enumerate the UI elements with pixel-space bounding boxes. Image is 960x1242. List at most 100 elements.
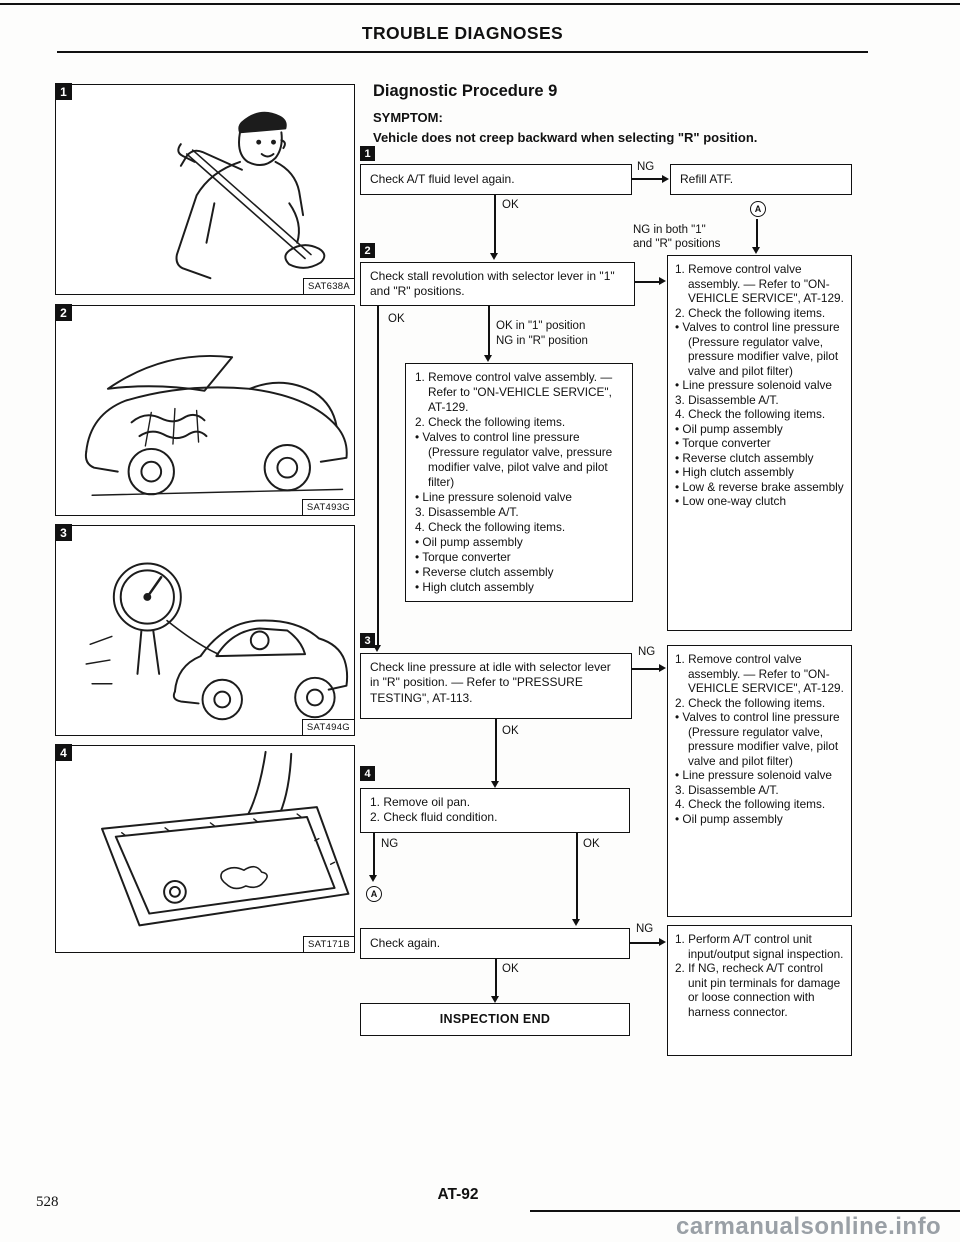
text-line: 2. If NG, recheck A/T control unit pin t… [675,961,841,1019]
mid-branch-label-line1: OK in "1" position [496,320,586,332]
text-line: 1. Remove control valve assembly. — Refe… [675,652,844,695]
text-line: • Oil pump assembly [415,535,523,549]
step-2-box: Check stall revolution with selector lev… [360,262,635,306]
procedure-title: Diagnostic Procedure 9 [373,82,558,100]
connector-a-icon: A [366,886,382,902]
pressure-gauge-car-illustration [85,562,349,721]
ok-label-check-again: OK [502,963,519,975]
text-line: 1. Remove control valve assembly. — Refe… [415,370,613,414]
figure-1-number-badge: 1 [55,83,72,100]
arrowhead-down [572,919,580,926]
text-line: 2. Check the following items. [415,415,566,429]
figure-2-number-badge: 2 [55,304,72,321]
text-line: • Torque converter [675,436,771,450]
text-line: 4. Check the following items. [675,407,826,421]
step-4-badge: 4 [360,766,375,781]
ok-label-step3: OK [502,725,519,737]
text-line: • Torque converter [415,550,511,564]
text-line: • High clutch assembly [415,580,534,594]
text-line: 2. Check fluid condition. [370,810,498,825]
page-top-rule [0,3,960,5]
action-box-right1-list: 1. Remove control valve assembly. — Refe… [668,256,851,515]
oil-pan-illustration [101,750,350,927]
text-line: 3. Disassemble A/T. [415,505,519,519]
connector-a-icon: A [750,201,766,217]
connector-line [494,195,496,253]
arrowhead-down [373,645,381,652]
connector-line [488,306,490,355]
step-1-text: Check A/T fluid level again. [370,171,515,186]
arrowhead-right [659,277,666,285]
text-line: • Line pressure solenoid valve [675,378,832,392]
connector-line [576,833,578,919]
connector-line [630,942,660,944]
action-box-right3-list: 1. Perform A/T control unit input/output… [668,926,851,1025]
connector-line [632,178,662,180]
action-box-right2: 1. Remove control valve assembly. — Refe… [667,645,852,917]
figure-1-caption: SAT638A [302,278,354,294]
arrowhead-down [752,247,760,254]
ng-both-label-line1: NG in both "1" [633,224,706,236]
text-line: 1. Remove oil pan. [370,795,471,809]
figure-3-caption: SAT494G [301,719,354,735]
action-box-right1: 1. Remove control valve assembly. — Refe… [667,255,852,631]
text-line: 1. Remove control valve assembly. — Refe… [675,262,844,305]
refill-atf-box: Refill ATF. [670,164,852,195]
text-line: • Oil pump assembly [675,421,783,436]
arrowhead-down [491,996,499,1003]
arrowhead-down [369,875,377,882]
engine-bay-illustration [84,354,348,497]
symptom-text: Vehicle does not creep backward when sel… [373,130,758,145]
connector-line [632,668,660,670]
symptom-label: SYMPTOM: [373,110,443,125]
refill-atf-text: Refill ATF. [680,171,734,186]
arrowhead-right [659,664,666,672]
step-2-text: Check stall revolution with selector lev… [370,269,615,299]
ng-both-label-line2: and "R" positions [633,238,721,250]
action-box-mid: 1. Remove control valve assembly. — Refe… [405,363,633,602]
figure-4-frame: SAT171B [55,745,355,953]
connector-line [377,306,379,645]
text-line: 3. Disassemble A/T. [675,782,779,797]
figure-2-frame: SAT493G [55,305,355,516]
text-line: • Line pressure solenoid valve [415,490,572,504]
page-header: TROUBLE DIAGNOSES [361,23,564,43]
text-line: • Reverse clutch assembly [415,565,554,579]
arrowhead-down [491,781,499,788]
step-1-box: Check A/T fluid level again. [360,164,632,195]
text-line: • Valves to control line pressure (Press… [415,430,613,489]
mid-branch-label-line2: NG in "R" position [496,335,588,347]
action-box-right3: 1. Perform A/T control unit input/output… [667,925,852,1056]
text-line: 2. Check the following items. [675,695,826,710]
ng-label-step4: NG [381,838,399,850]
text-line: 1. Perform A/T control unit input/output… [675,932,844,961]
figure-3-frame: SAT494G [55,525,355,736]
page-code: AT-92 [437,1186,479,1203]
text-line: • Oil pump assembly [675,811,783,826]
connector-line [756,219,758,247]
dipstick-check-illustration [175,111,326,280]
text-line: • Valves to control line pressure (Press… [675,320,840,378]
text-line: • High clutch assembly [675,465,794,479]
step-4-list: 1. Remove oil pan.2. Check fluid conditi… [361,789,629,832]
action-box-right2-list: 1. Remove control valve assembly. — Refe… [668,646,851,832]
step-1-badge: 1 [360,146,375,161]
text-line: 2. Check the following items. [675,305,826,320]
connector-line [495,959,497,996]
arrowhead-down [484,355,492,362]
figure-3-number-badge: 3 [55,524,72,541]
figure-4-caption: SAT171B [302,936,354,952]
text-line: 4. Check the following items. [415,520,566,534]
arrowhead-right [659,938,666,946]
step-3-text: Check line pressure at idle with selecto… [370,660,611,705]
figure-4-number-badge: 4 [55,744,72,761]
text-line: • Low & reverse brake assembly [675,479,844,494]
inspection-end-box: INSPECTION END [360,1003,630,1036]
text-line: 4. Check the following items. [675,797,826,811]
footer-rule [530,1210,960,1212]
text-line: 3. Disassemble A/T. [675,392,779,407]
text-line: • Low one-way clutch [675,494,787,508]
ng-label-step1: NG [637,161,655,173]
step-2-badge: 2 [360,243,375,258]
